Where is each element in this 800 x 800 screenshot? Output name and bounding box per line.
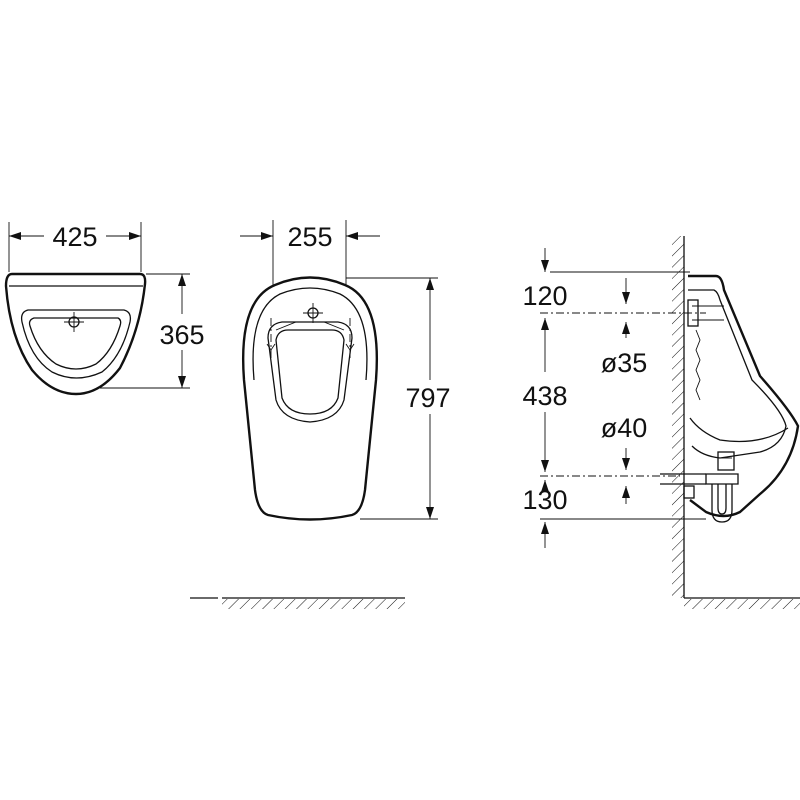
side-top-offset-dimension: 120 [522, 248, 630, 311]
side-mid-height-label: 438 [522, 381, 567, 411]
top-depth-dimension: 365 [100, 273, 205, 389]
side-inlet-fitting [687, 299, 724, 401]
front-mount-screws [266, 318, 355, 358]
front-view: 255 797 [240, 220, 451, 521]
top-basin-inner [20, 309, 132, 379]
front-height-label: 797 [405, 383, 450, 413]
top-view: 425 365 [4, 222, 205, 396]
top-width-label: 425 [52, 222, 97, 252]
side-view: 120 ø35 438 ø40 [522, 236, 800, 609]
side-urinal-outline [688, 274, 800, 518]
front-bowl-inner [267, 321, 353, 423]
side-top-offset-label: 120 [522, 281, 567, 311]
front-height-dimension: 797 [346, 277, 451, 520]
top-depth-label: 365 [159, 320, 204, 350]
floor-line [190, 597, 405, 609]
side-bottom-offset-label: 130 [522, 485, 567, 515]
top-bowl-outline [4, 272, 147, 396]
side-bottom-offset-dimension: 130 [522, 480, 568, 548]
wall [672, 236, 800, 609]
top-drain-icon [64, 312, 84, 332]
side-mid-height-dimension: 438 [522, 318, 568, 472]
side-outlet-diameter-label: ø40 [601, 413, 648, 443]
side-inlet-diameter-dimension: ø35 [601, 322, 648, 378]
side-outlet-diameter-dimension: ø40 [601, 413, 648, 504]
side-inlet-diameter-label: ø35 [601, 348, 648, 378]
top-width-dimension: 425 [8, 222, 142, 272]
side-trap-icon [660, 451, 739, 523]
front-body-outline [242, 276, 378, 521]
front-inlet-icon [303, 303, 323, 323]
front-width-dimension: 255 [240, 220, 380, 286]
front-width-label: 255 [287, 222, 332, 252]
